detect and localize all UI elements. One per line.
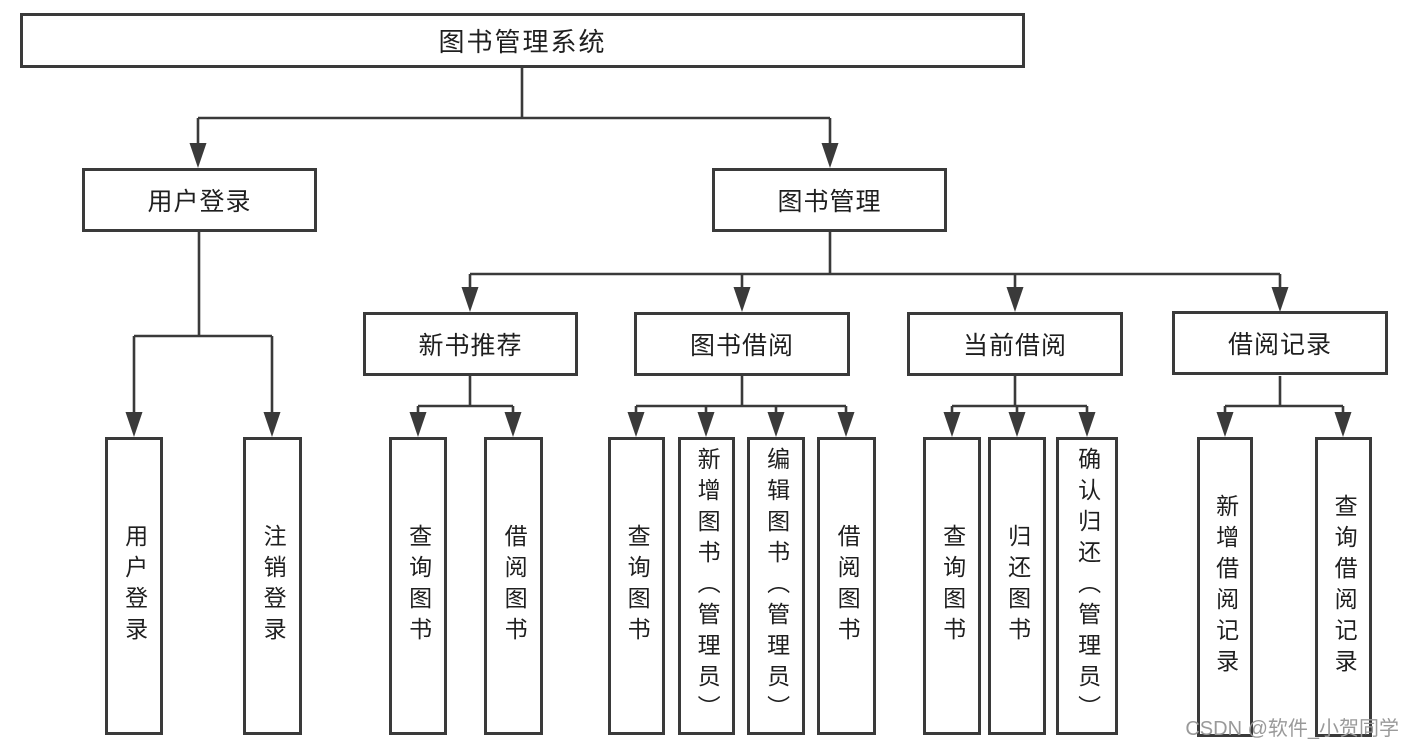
node-label: 当前借阅 <box>962 332 1067 360</box>
leaf-user-login: 用户登录 <box>105 437 163 735</box>
leaf-query-books-current: 查询图书 <box>923 437 981 735</box>
arrowhead-icon <box>1078 412 1096 437</box>
arrowhead-icon <box>1216 412 1234 437</box>
leaf-add-borrow-record: 新增借阅记录 <box>1197 437 1253 737</box>
arrowhead-icon <box>189 143 207 168</box>
connector-root-to-level2 <box>196 68 832 148</box>
arrowhead-icon <box>767 412 785 437</box>
node-label: 图书管理 <box>777 188 882 216</box>
connector-book-borrow-children <box>634 376 848 418</box>
node-label: 图书管理系统 <box>438 27 607 57</box>
leaf-borrow-books: 借阅图书 <box>817 437 876 735</box>
arrowhead-icon <box>1271 287 1289 312</box>
node-root-system: 图书管理系统 <box>20 13 1025 68</box>
arrowhead-icon <box>409 412 427 437</box>
arrowhead-icon <box>1334 412 1352 437</box>
leaf-edit-books-admin: 编辑图书（管理员） <box>747 437 805 735</box>
arrowhead-icon <box>504 412 522 437</box>
leaf-confirm-return-admin: 确认归还（管理员） <box>1056 437 1118 735</box>
arrowhead-icon <box>697 412 715 437</box>
leaf-query-borrow-record: 查询借阅记录 <box>1315 437 1372 737</box>
leaf-query-books-recommend: 查询图书 <box>389 437 447 735</box>
node-current-borrow: 当前借阅 <box>907 312 1123 376</box>
arrowhead-icon <box>125 412 143 437</box>
connector-borrow-records-children <box>1223 376 1345 418</box>
arrowhead-icon <box>1008 412 1026 437</box>
leaf-return-books: 归还图书 <box>988 437 1046 735</box>
node-user-login: 用户登录 <box>82 168 317 232</box>
arrowhead-icon <box>461 287 479 312</box>
leaf-logout: 注销登录 <box>243 437 302 735</box>
node-label: 新书推荐 <box>418 332 523 360</box>
arrowhead-icon <box>837 412 855 437</box>
arrowhead-icon <box>821 143 839 168</box>
node-borrow-records: 借阅记录 <box>1172 311 1388 375</box>
connector-new-book-children <box>416 376 515 418</box>
node-label: 用户登录 <box>147 188 252 216</box>
node-book-borrow: 图书借阅 <box>634 312 850 376</box>
arrowhead-icon <box>263 412 281 437</box>
csdn-watermark: CSDN @软件_小贺同学 <box>1185 718 1399 740</box>
leaf-borrow-books-recommend: 借阅图书 <box>484 437 543 735</box>
arrowhead-icon <box>1006 287 1024 312</box>
node-new-book-recommend: 新书推荐 <box>363 312 578 376</box>
arrowhead-icon <box>943 412 961 437</box>
leaf-query-books-borrow: 查询图书 <box>608 437 665 735</box>
connector-user-login-children <box>132 232 274 418</box>
arrowhead-icon <box>627 412 645 437</box>
leaf-add-books-admin: 新增图书（管理员） <box>678 437 735 735</box>
node-book-management: 图书管理 <box>712 168 947 232</box>
connector-book-management-children <box>468 232 1282 293</box>
node-label: 图书借阅 <box>689 332 794 360</box>
arrowheads <box>125 143 1352 437</box>
connector-current-borrow-children <box>950 376 1089 418</box>
arrowhead-icon <box>733 287 751 312</box>
node-label: 借阅记录 <box>1227 331 1332 359</box>
